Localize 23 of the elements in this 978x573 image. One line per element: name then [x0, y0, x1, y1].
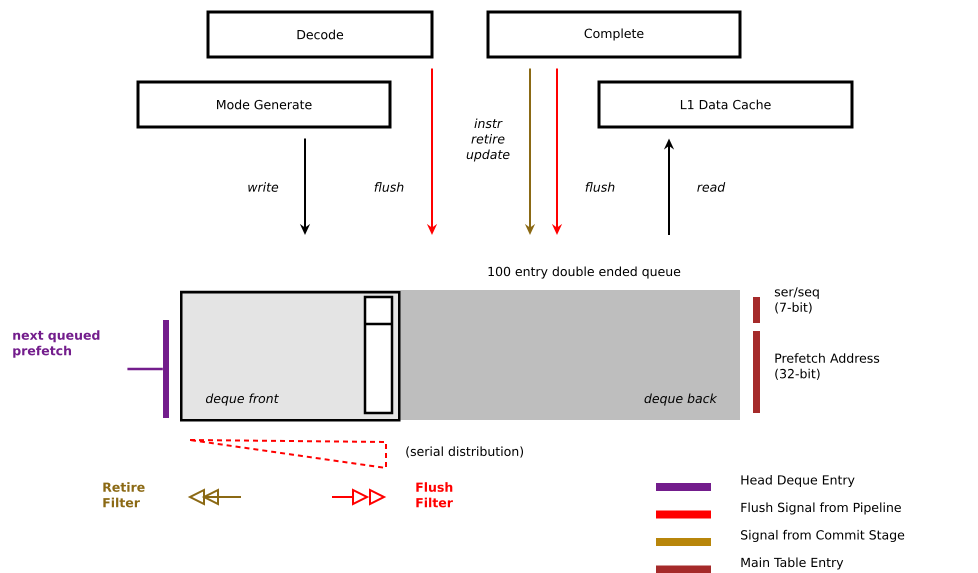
process-box: Decode	[206, 10, 434, 58]
edge-label: read	[697, 182, 726, 192]
field-label: Prefetch Address (32-bit)	[775, 353, 880, 380]
region-label: deque back	[644, 394, 718, 406]
field-label: ser/seq (7-bit)	[774, 287, 819, 314]
callout-text: next queued prefetch	[13, 330, 100, 358]
queue-heading: 100 entry double ended queue	[488, 266, 680, 279]
legend-label: Signal from Commit Stage	[741, 530, 904, 542]
legend-label: Head Deque Entry	[741, 474, 855, 488]
edge-label: flush	[586, 182, 614, 192]
edge-label: write	[248, 182, 278, 192]
process-box: Mode Generate	[136, 80, 392, 128]
process-box: L1 Data Cache	[598, 80, 854, 128]
leader-line	[127, 368, 163, 370]
legend-label: Flush Signal from Pipeline	[741, 502, 901, 515]
edge-label: flush	[374, 182, 404, 192]
edge-label: instr retire update	[466, 118, 510, 162]
filter-label: Retire Filter	[103, 482, 145, 508]
process-box: Complete	[486, 10, 742, 58]
note: (serial distribution)	[406, 446, 524, 458]
head-entry-bar	[163, 320, 169, 418]
legend-label: Main Table Entry	[741, 557, 844, 570]
filter-label: Flush Filter	[416, 482, 453, 508]
